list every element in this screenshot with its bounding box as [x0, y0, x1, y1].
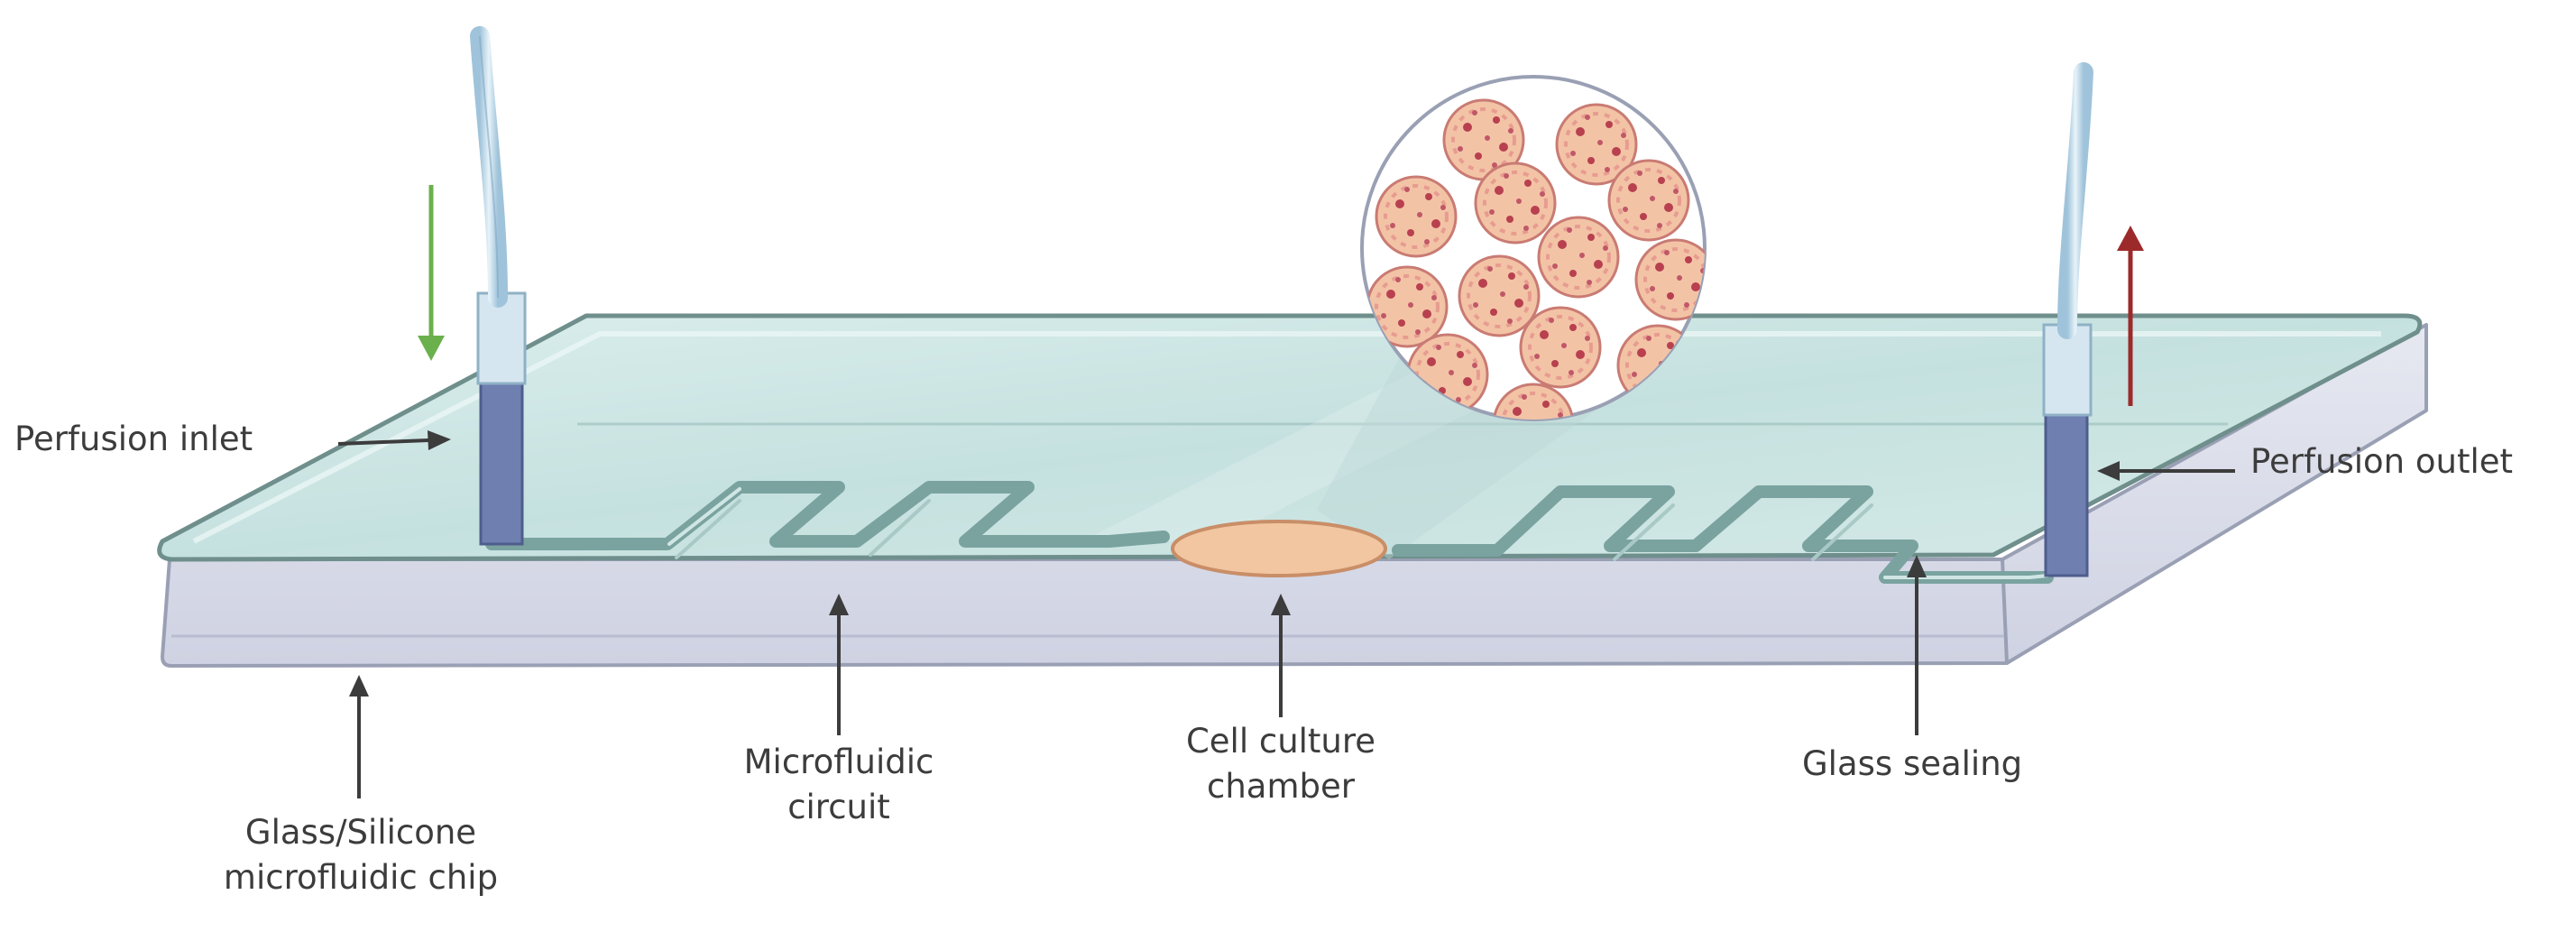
chip-body [161, 323, 2428, 668]
cell-culture-chamber [1171, 520, 1387, 577]
microfluidic-circuit-label: Microfluidic circuit [695, 740, 983, 830]
outlet-tube [2057, 62, 2093, 339]
perfusion-inlet-label: Perfusion inlet [14, 420, 253, 458]
glass-sealing-label: Glass sealing [1802, 744, 2023, 783]
microfluidic-circuit-label-line2: circuit [787, 787, 890, 826]
microfluidic-circuit-label-line1: Microfluidic [743, 743, 934, 781]
chip-label-line1: Glass/Silicone [244, 813, 477, 852]
chamber-callout-arrow [1271, 594, 1291, 717]
outlet-port [2042, 323, 2093, 577]
cell-cluster-icon [1360, 75, 1707, 421]
down-arrow-icon [418, 185, 445, 361]
chip-callout-arrow [349, 675, 369, 798]
circuit-callout-arrow [829, 594, 849, 735]
cell-culture-chamber-label-line1: Cell culture [1185, 722, 1376, 761]
cell-culture-chamber-label: Cell culture chamber [1127, 719, 1434, 809]
chip-label: Glass/Silicone microfluidic chip [198, 810, 523, 900]
up-arrow-icon [2117, 226, 2144, 406]
cell-culture-chamber-label-line2: chamber [1207, 766, 1355, 806]
microfluidic-channels [485, 481, 2054, 584]
inlet-callout-arrow [337, 430, 451, 450]
perfusion-outlet-label: Perfusion outlet [2250, 442, 2513, 481]
glass-sealing-callout-arrow [1907, 555, 1927, 735]
outlet-callout-arrow [2097, 461, 2235, 481]
chip-label-line2: microfluidic chip [223, 857, 499, 897]
inlet-port [476, 291, 527, 546]
